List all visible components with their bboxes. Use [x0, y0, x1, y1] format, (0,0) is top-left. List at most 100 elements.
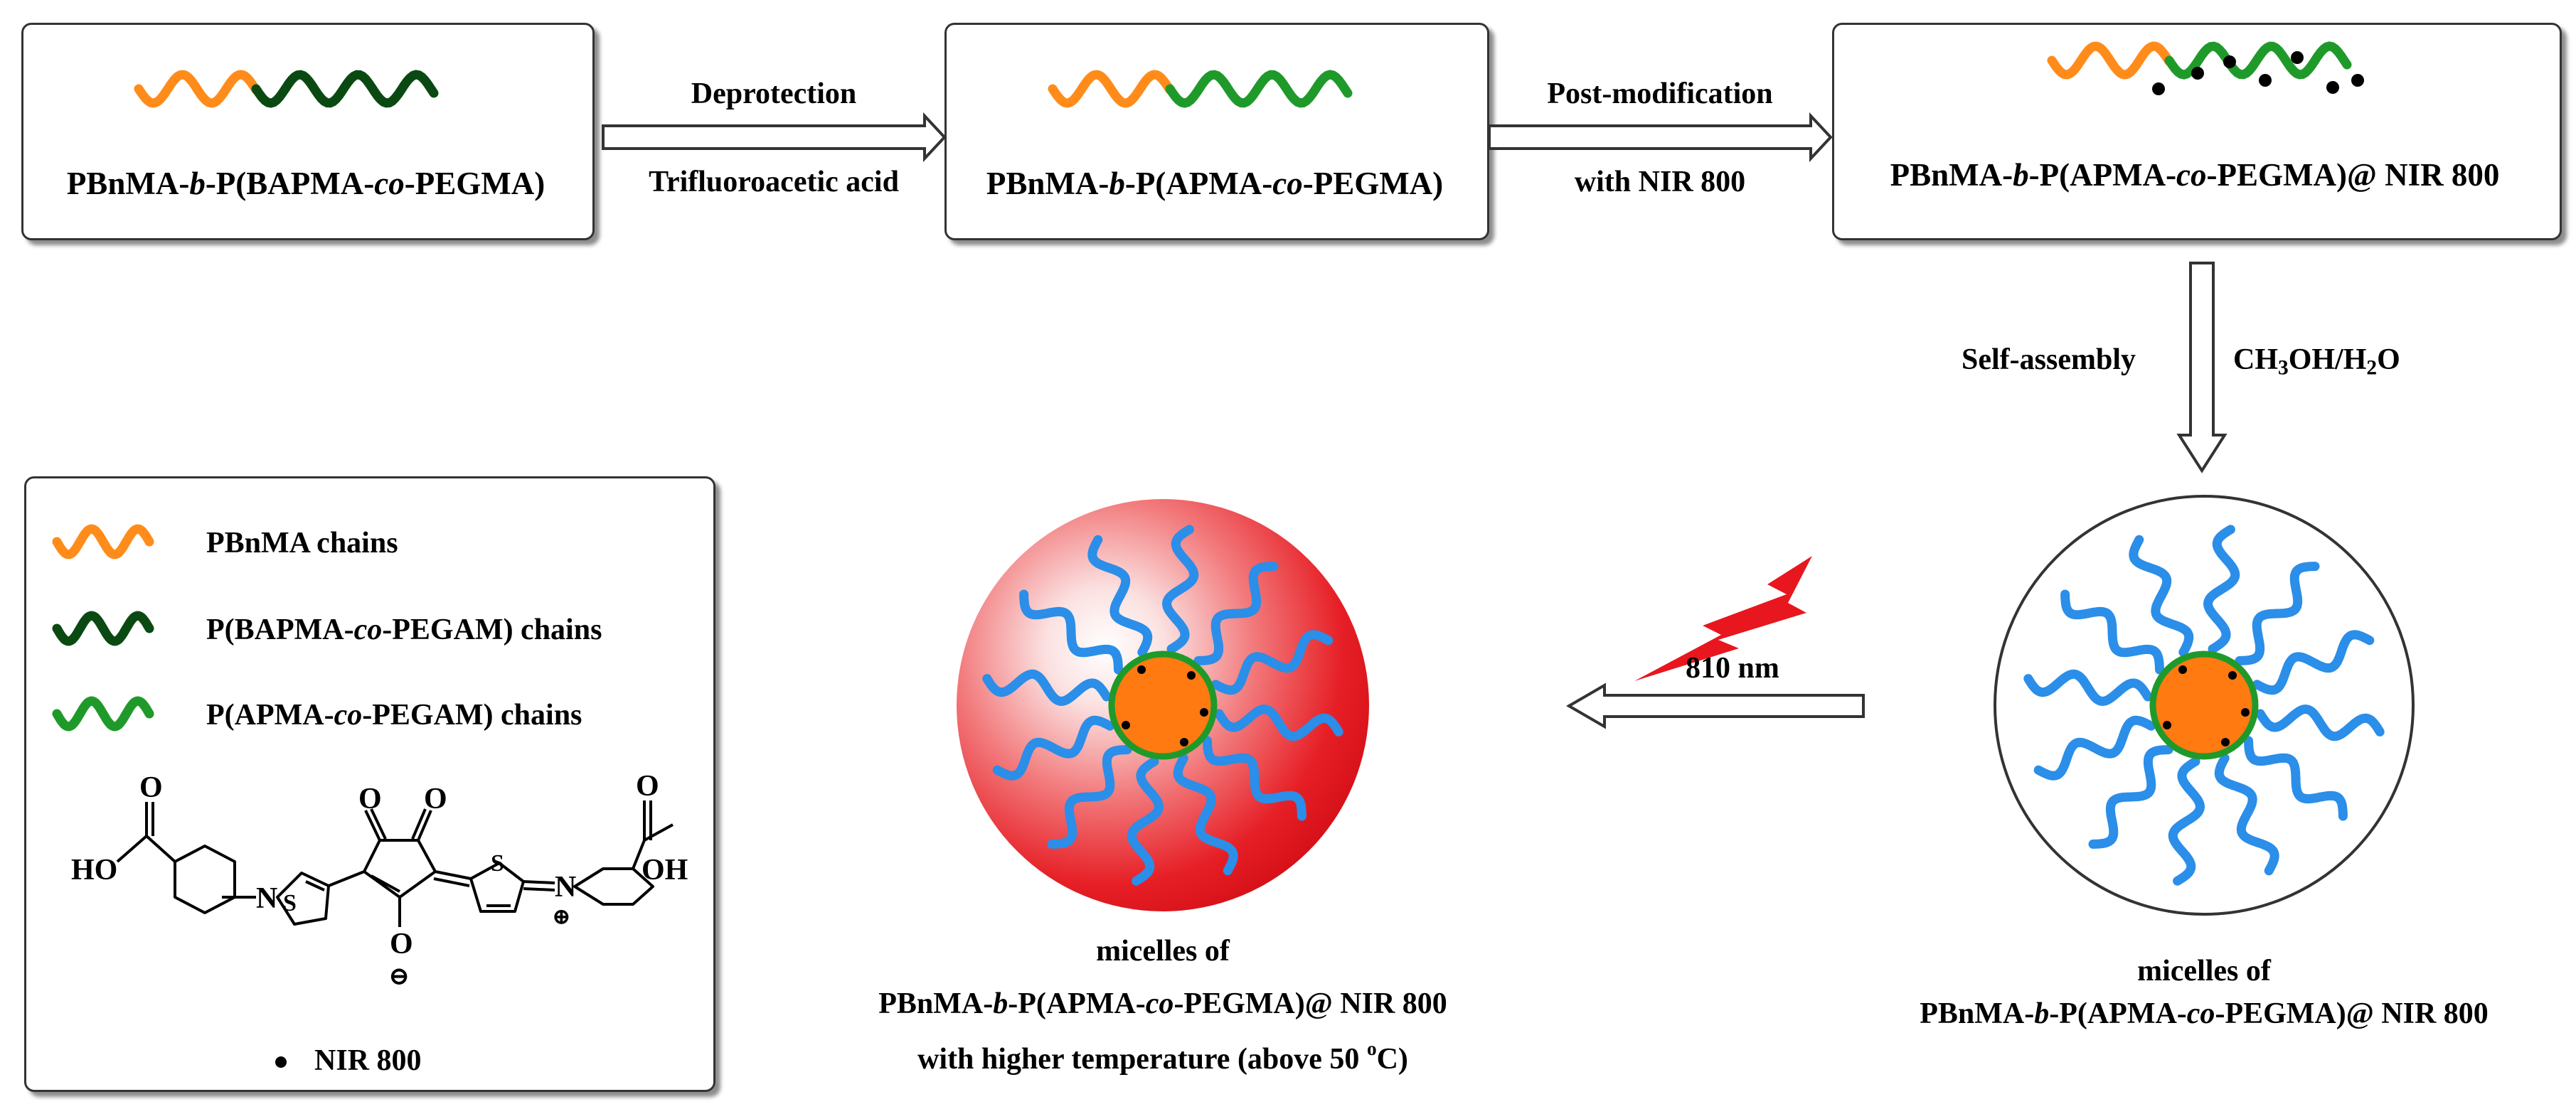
pbnma-block — [1048, 70, 1175, 108]
micelle-core-dye-dots — [2163, 665, 2250, 746]
nir800-dot-icon — [1200, 708, 1208, 717]
nir800-dot-icon — [1137, 665, 1146, 674]
arrow2-top-label: Post-modification — [1547, 77, 1773, 110]
micelle-right-caption-2: PBnMA-b-P(APMA-co-PEGMA)@ NIR 800 — [1920, 997, 2489, 1030]
plus-charge: ⊕ — [552, 904, 571, 929]
lightning-icon — [1634, 556, 1812, 681]
micelle-shell-chains — [2023, 525, 2385, 886]
peg-shell-chain — [2252, 630, 2375, 695]
legend-label-pbnma: PBnMA chains — [206, 527, 398, 559]
nir800-dot-icon — [2178, 665, 2187, 674]
peg-shell-chain — [2023, 669, 2153, 707]
nir800-dot-icon — [2223, 55, 2236, 68]
peg-shell-chain — [1047, 745, 1132, 849]
peg-shell-chain — [1211, 630, 1334, 695]
micelle-left-caption-3: with higher temperature (above 50 oC) — [917, 1038, 1408, 1076]
legend-label-papma: P(APMA-co-PEGAM) chains — [206, 699, 582, 732]
legend-chain-swatches — [52, 524, 154, 732]
nir800-dot-icon — [1187, 671, 1196, 680]
box2-block-copolymer-chain — [1048, 70, 1353, 108]
peg-shell-chain — [2060, 589, 2164, 675]
atom-o-left-acid: O — [139, 771, 163, 804]
micelle-right-caption-1: micelles of — [2137, 955, 2271, 987]
box1-block-copolymer-chain — [134, 70, 439, 108]
micelle-core-dye-dots — [1122, 665, 1208, 746]
micelle-normal — [1994, 495, 2415, 916]
arrow1-top-label: Deprotection — [691, 77, 857, 110]
pbnma-block — [134, 70, 261, 108]
peg-shell-chain — [992, 715, 1114, 781]
legend-box — [24, 476, 715, 1092]
atom-s-right: S — [491, 850, 504, 877]
peg-shell-chain — [2129, 535, 2194, 657]
legend-chain-swatch — [52, 611, 154, 646]
hydrophilic-block — [1165, 70, 1353, 108]
nir800-structure — [116, 800, 674, 927]
nir800-dot-icon — [2241, 708, 2250, 717]
peg-shell-chain — [1161, 525, 1199, 654]
arrow1-bottom-label: Trifluoroacetic acid — [649, 166, 899, 198]
peg-shell-chain — [2214, 754, 2279, 876]
micelle-core — [1108, 650, 1218, 760]
nir800-dot-icon — [2228, 671, 2237, 680]
legend-nir800-label: NIR 800 — [314, 1044, 422, 1077]
atom-n-left: N — [256, 882, 278, 915]
nir800-dot-icon — [2163, 721, 2171, 729]
arrow-self-assembly — [2176, 262, 2228, 473]
nir800-dot-icon — [2259, 74, 2272, 87]
peg-shell-chain — [1214, 704, 1343, 741]
atom-ho: HO — [71, 854, 118, 887]
peg-shell-chain — [2088, 745, 2173, 849]
legend-chain-swatch — [52, 696, 154, 732]
peg-shell-chain — [2244, 736, 2348, 821]
peg-shell-chain — [2255, 704, 2385, 741]
atom-o-right-acid: O — [636, 770, 659, 803]
micelle-core — [2149, 650, 2259, 760]
hydrophilic-block — [2164, 41, 2352, 80]
arrow3-right-label: CH3OH/H2O — [2233, 343, 2400, 380]
nir800-dot-icon — [275, 1056, 287, 1068]
nir800-dot-icon — [2152, 82, 2165, 95]
peg-shell-chain — [1193, 562, 1279, 665]
peg-shell-chain — [1019, 589, 1123, 675]
peg-shell-chain — [2168, 756, 2205, 886]
box-protected-copolymer — [21, 23, 595, 240]
nir800-dot-icon — [1180, 738, 1188, 746]
peg-shell-chain — [2203, 525, 2240, 654]
micelle-left-caption-1: micelles of — [1096, 935, 1230, 968]
atom-oh: OH — [642, 854, 688, 887]
peg-shell-chain — [2235, 562, 2320, 665]
micelle-shell-chains — [982, 525, 1343, 886]
arrow-deprotection — [602, 112, 947, 163]
pbnma-block — [2047, 41, 2174, 80]
legend-chain-swatch — [52, 524, 154, 559]
arrow2-bottom-label: with NIR 800 — [1574, 166, 1746, 198]
micelle-heated — [957, 499, 1369, 911]
peg-shell-chain — [1087, 535, 1153, 657]
box-deprotected-copolymer — [944, 23, 1489, 240]
nir800-dot-icon — [2221, 738, 2230, 746]
nir800-dot-icon — [2191, 67, 2204, 80]
nir800-dot-icon — [1122, 721, 1130, 729]
peg-shell-chain — [1173, 754, 1238, 876]
arrow3-left-label: Self-assembly — [1962, 343, 2136, 376]
atom-o-ketone-left: O — [358, 783, 382, 815]
box3-label: PBnMA-b-P(APMA-co-PEGMA)@ NIR 800 — [1890, 157, 2500, 193]
nir800-dot-icon — [2326, 81, 2339, 94]
atom-o-enolate: O — [390, 928, 413, 960]
box2-label: PBnMA-b-P(APMA-co-PEGMA) — [986, 166, 1444, 201]
micelle-left-caption-2: PBnMA-b-P(APMA-co-PEGMA)@ NIR 800 — [878, 987, 1447, 1020]
wavelength-label: 810 nm — [1686, 652, 1779, 685]
legend-label-pbapma: P(BAPMA-co-PEGAM) chains — [206, 614, 602, 646]
nir800-dot-icon — [2291, 51, 2304, 64]
atom-n-right: N — [555, 871, 577, 904]
hydrophilic-block — [251, 70, 439, 108]
peg-shell-chain — [1127, 756, 1164, 886]
peg-shell-chain — [982, 669, 1112, 707]
minus-charge: ⊖ — [388, 962, 410, 990]
arrow-irradiation — [1566, 682, 1865, 729]
atom-s-left: S — [283, 890, 297, 916]
box1-label: PBnMA-b-P(BAPMA-co-PEGMA) — [66, 166, 545, 201]
